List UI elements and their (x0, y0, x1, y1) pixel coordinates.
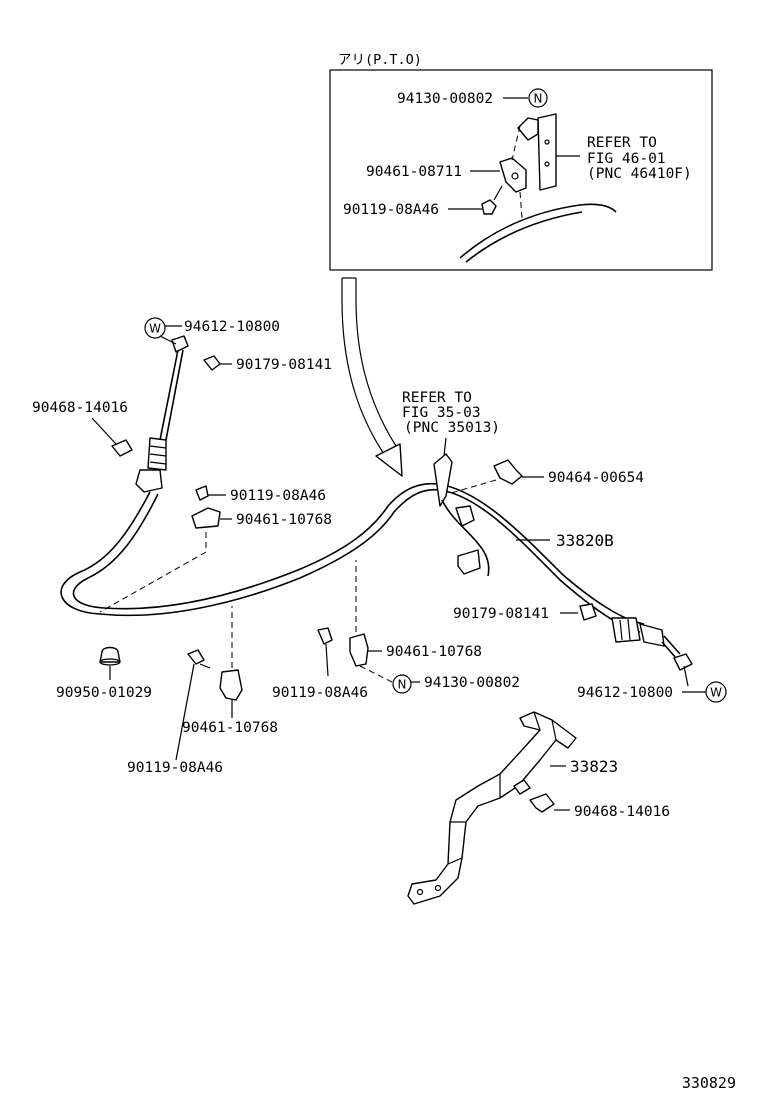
label-90468-left: 90468-14016 (32, 400, 128, 416)
n-badge-main (392, 674, 412, 694)
inset-label-94130: 94130-00802 (397, 91, 493, 107)
label-90179-top: 90179-08141 (236, 357, 332, 373)
inset-refer-3: (PNC 46410F) (587, 166, 692, 182)
w-badge-top-text: W (149, 322, 161, 336)
cable-boot-right (639, 623, 665, 647)
bolt-b (187, 649, 205, 665)
label-90464: 90464-00654 (548, 470, 644, 486)
label-94130-main: 94130-00802 (424, 675, 520, 691)
nut-right (579, 603, 597, 621)
inset-n-badge (528, 88, 548, 108)
refer-center-1: REFER TO (402, 390, 472, 406)
inset-frame (329, 69, 713, 271)
callout-90468-left: 90468-14016 (32, 400, 133, 457)
callout-33820B: 33820B (516, 531, 614, 550)
pointer-arrow (341, 277, 403, 477)
label-90461-a: 90461-10768 (236, 512, 332, 528)
w-badge-right (705, 681, 727, 703)
callout-90461-a: 90461-10768 (99, 507, 332, 613)
inset-refer-2: FIG 46-01 (587, 151, 666, 167)
clip-90464 (493, 459, 523, 485)
label-90468-right: 90468-14016 (574, 804, 670, 820)
label-33820B: 33820B (556, 531, 614, 550)
top-rod-end (171, 335, 189, 353)
callout-90461-b: 90461-10768 N 94130-00802 (349, 560, 520, 694)
label-90461-c: 90461-10768 (182, 720, 278, 736)
label-90119-a: 90119-08A46 (230, 488, 326, 504)
bolt-c (317, 627, 333, 645)
clip-left (111, 439, 133, 457)
refer-center-2: FIG 35-03 (402, 405, 481, 421)
arrow-head (375, 443, 403, 477)
callout-90119-a: 90119-08A46 (195, 485, 326, 504)
cable-fitting-left (135, 469, 163, 493)
inset-cable (459, 203, 617, 259)
w-badge-right-text: W (710, 686, 722, 700)
callout-94612-top: W 94612-10800 (144, 317, 280, 345)
clamp-a (191, 507, 221, 529)
label-90950: 90950-01029 (56, 685, 152, 701)
label-33823: 33823 (570, 757, 618, 776)
inset-refer-1: REFER TO (587, 135, 657, 151)
clamp-b (349, 633, 369, 667)
callout-90119-c: 90119-08A46 (272, 627, 368, 701)
callout-90464: 90464-00654 (447, 459, 644, 495)
inset-pto: アリ(P.T.O) 94130-00802 N REFER TO FIG 46-… (329, 52, 713, 271)
callout-90468-right: 90468-14016 (529, 793, 670, 820)
nut-top (203, 355, 221, 371)
inset-clamp (499, 157, 527, 193)
n-badge-main-text: N (398, 678, 407, 692)
inset-title: アリ(P.T.O) (338, 52, 422, 68)
refer-center-3: (PNC 35013) (404, 420, 500, 436)
bracket-33823: 33823 (407, 711, 618, 905)
callout-90179-right: 90179-08141 (453, 603, 597, 622)
label-90461-b: 90461-10768 (386, 644, 482, 660)
figure-number: 330829 (682, 1074, 736, 1092)
callout-90119-b: 90119-08A46 (127, 649, 223, 776)
clip-right (529, 793, 555, 813)
inset-bracket-tab (517, 117, 539, 141)
inset-bolt (481, 199, 497, 215)
clamp-c (219, 669, 243, 701)
label-90119-c: 90119-08A46 (272, 685, 368, 701)
center-bracket (433, 453, 453, 507)
label-90119-b: 90119-08A46 (127, 760, 223, 776)
callout-94612-right: 94612-10800 W (577, 665, 727, 703)
w-badge-top (144, 317, 166, 339)
inset-label-90461: 90461-08711 (366, 164, 462, 180)
callout-90461-c: 90461-10768 (182, 606, 278, 736)
callout-refer-center: REFER TO FIG 35-03 (PNC 35013) (402, 390, 500, 457)
inset-bracket-plate (537, 113, 557, 191)
callout-90179-top: 90179-08141 (203, 355, 332, 373)
bolt-a (195, 485, 209, 501)
main-cable-assembly (60, 335, 693, 671)
right-rod-end (673, 653, 693, 671)
callout-90950: 90950-01029 (56, 646, 152, 701)
inset-n-badge-text: N (534, 92, 543, 106)
label-90179-right: 90179-08141 (453, 606, 549, 622)
center-clip-upper (455, 505, 475, 527)
inset-label-90119: 90119-08A46 (343, 202, 439, 218)
label-94612-right: 94612-10800 (577, 685, 673, 701)
cable-fitting-right (611, 617, 641, 643)
center-clip-lower (457, 549, 481, 575)
label-94612-top: 94612-10800 (184, 319, 280, 335)
bracket-tab (513, 779, 531, 795)
bracket-body (407, 711, 577, 905)
